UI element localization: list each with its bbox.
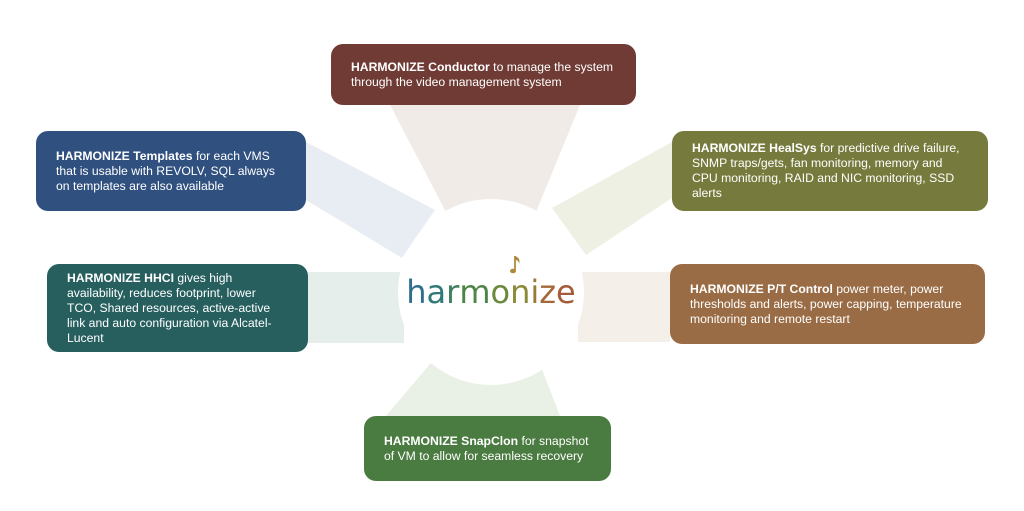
harmonize-logo: harmonize: [406, 256, 576, 308]
node-hhci: HARMONIZE HHCI gives high availability, …: [47, 264, 308, 352]
ray-hhci: [308, 272, 404, 343]
logo-letter: e: [556, 273, 576, 311]
node-title: HARMONIZE HealSys: [692, 141, 817, 155]
node-title: HARMONIZE SnapClon: [384, 433, 519, 448]
logo-letter: h: [406, 273, 427, 311]
logo-letter: i: [530, 273, 540, 311]
music-note-icon: [510, 256, 520, 274]
logo-letter: r: [446, 273, 460, 311]
logo-letter: n: [510, 273, 531, 311]
node-description: for snapshot of VM to allow for seamless…: [384, 433, 589, 463]
node-description: for predictive drive failure, SNMP traps…: [692, 141, 960, 200]
node-snapclon: HARMONIZE SnapClon for snapshot of VM to…: [364, 416, 611, 481]
ray-conductor: [390, 105, 580, 212]
node-templates: HARMONIZE Templates for each VMS that is…: [36, 131, 306, 211]
node-description: for each VMS that is usable with REVOLV,…: [56, 148, 276, 193]
node-description: to manage the system through the video m…: [351, 59, 614, 89]
logo-letter: a: [426, 273, 447, 311]
hub-circle: harmonize: [398, 199, 584, 385]
node-description: gives high availability, reduces footpri…: [67, 270, 272, 345]
node-conductor: HARMONIZE Conductor to manage the system…: [331, 44, 636, 105]
ray-templates: [306, 142, 435, 258]
node-description: power meter, power thresholds and alerts…: [690, 281, 962, 326]
ray-ptcontrol: [578, 272, 670, 342]
node-title: HARMONIZE P/T Control: [690, 281, 833, 296]
node-title: HARMONIZE HHCI: [67, 270, 174, 285]
node-title: HARMONIZE Conductor: [351, 59, 490, 74]
node-title: HARMONIZE Templates: [56, 148, 193, 163]
logo-letter: m: [459, 273, 491, 311]
ray-healsys: [552, 142, 672, 255]
node-healsys: HARMONIZE HealSys for predictive drive f…: [672, 131, 988, 211]
logo-letter: z: [539, 273, 557, 311]
logo-text: harmonize: [406, 276, 575, 308]
logo-letter: o: [490, 273, 511, 311]
node-ptcontrol: HARMONIZE P/T Control power meter, power…: [670, 264, 985, 344]
